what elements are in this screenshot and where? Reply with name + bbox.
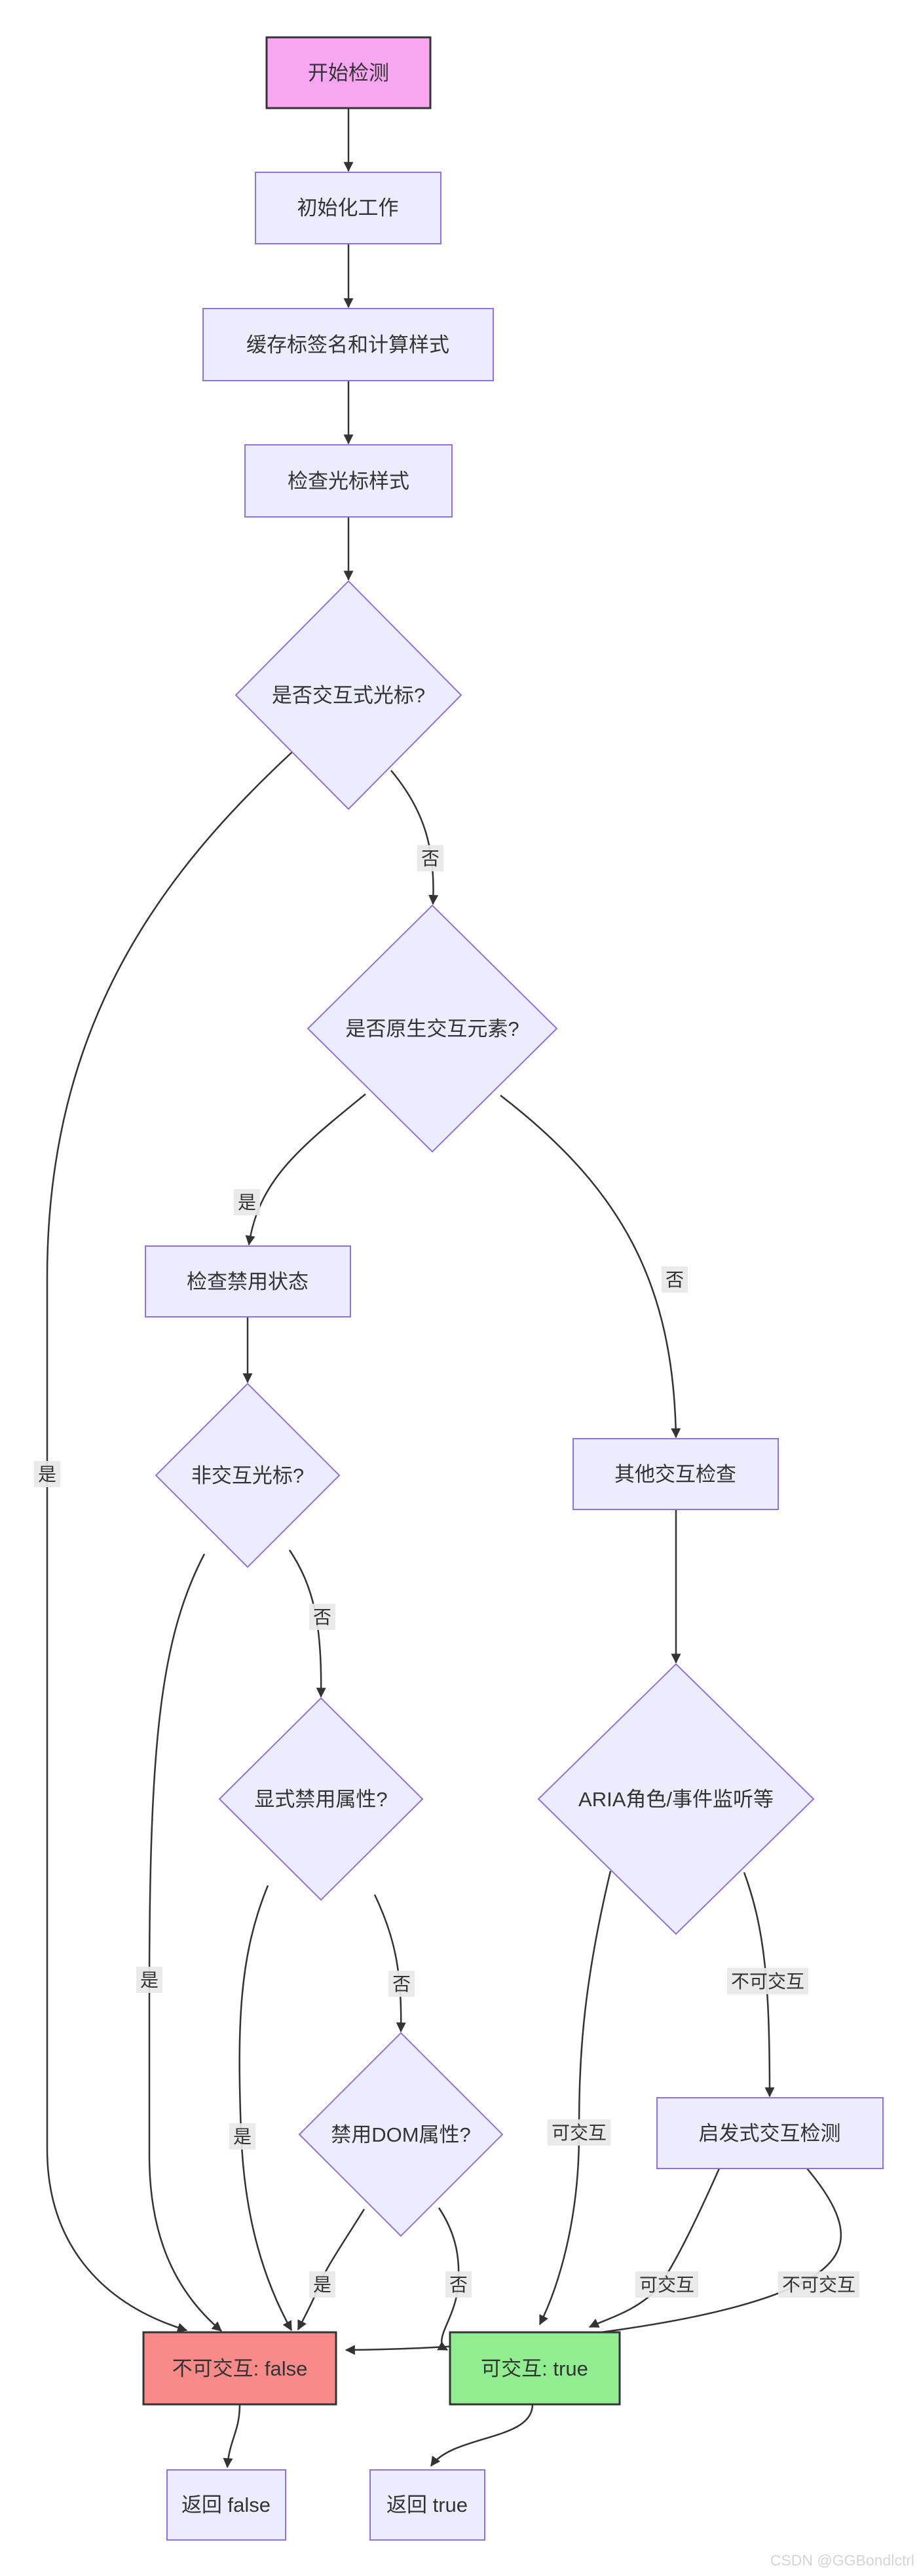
node-decision-explicit-disabled: 显式禁用属性? bbox=[218, 1697, 424, 1901]
node-check-disabled: 检查禁用状态 bbox=[145, 1245, 351, 1317]
edge-label-yes-d2check: 是 bbox=[234, 1189, 260, 1215]
edge-d1-d2-no bbox=[390, 770, 439, 905]
svg-text:否: 否 bbox=[666, 1270, 684, 1290]
edge-heuristic-success-can bbox=[588, 2168, 721, 2328]
svg-text:缓存标签名和计算样式: 缓存标签名和计算样式 bbox=[246, 333, 449, 356]
svg-text:可交互: true: 可交互: true bbox=[481, 2357, 588, 2380]
edge-label-no-d3d4: 否 bbox=[309, 1604, 335, 1630]
node-fail-result: 不可交互: false bbox=[142, 2331, 337, 2406]
edge-label-can-aria: 可交互 bbox=[548, 2119, 610, 2146]
node-decision-aria: ARIA角色/事件监听等 bbox=[537, 1663, 815, 1935]
svg-text:启发式交互检测: 启发式交互检测 bbox=[699, 2122, 841, 2145]
edge-label-yes-d4fail: 是 bbox=[229, 2123, 255, 2150]
svg-text:禁用DOM属性?: 禁用DOM属性? bbox=[331, 2123, 471, 2146]
edge-success-returntrue bbox=[430, 2404, 534, 2467]
node-decision-noninteractive-cursor: 非交互光标? bbox=[155, 1382, 341, 1568]
edge-d2-othercheck-no bbox=[500, 1095, 681, 1439]
svg-text:不可交互: false: 不可交互: false bbox=[172, 2357, 308, 2380]
svg-text:不可交互: 不可交互 bbox=[731, 1971, 804, 1992]
node-success-result: 可交互: true bbox=[449, 2331, 621, 2406]
node-cursor: 检查光标样式 bbox=[244, 444, 453, 518]
svg-text:可交互: 可交互 bbox=[552, 2123, 607, 2143]
edge-daria-success-can bbox=[538, 1870, 612, 2326]
node-other-check: 其他交互检查 bbox=[572, 1438, 779, 1510]
edge-label-can-heuristic: 可交互 bbox=[635, 2271, 698, 2298]
svg-text:否: 否 bbox=[449, 2275, 468, 2295]
svg-text:初始化工作: 初始化工作 bbox=[297, 197, 399, 219]
edge-label-yes-d1fail: 是 bbox=[34, 1461, 60, 1487]
svg-text:ARIA角色/事件监听等: ARIA角色/事件监听等 bbox=[578, 1788, 774, 1811]
svg-text:否: 否 bbox=[313, 1607, 331, 1627]
edge-fail-returnfalse bbox=[223, 2404, 241, 2469]
svg-text:是: 是 bbox=[140, 1970, 159, 1990]
node-decision-native-element: 是否原生交互元素? bbox=[307, 904, 558, 1153]
svg-text:是: 是 bbox=[38, 1464, 56, 1485]
node-start: 开始检测 bbox=[265, 36, 432, 109]
edge-d2-checkdisabled-yes bbox=[245, 1093, 366, 1246]
edge-d5-fail-yes bbox=[297, 2208, 366, 2331]
node-decision-dom-disabled: 禁用DOM属性? bbox=[298, 2032, 504, 2237]
svg-text:是否交互式光标?: 是否交互式光标? bbox=[272, 684, 425, 707]
svg-text:返回 false: 返回 false bbox=[181, 2493, 271, 2516]
edge-labels-layer: 否 是 是 否 否 是 否 不可交互 bbox=[34, 845, 859, 2298]
svg-text:可交互: 可交互 bbox=[639, 2275, 694, 2295]
edge-label-no-d1d2: 否 bbox=[417, 845, 443, 871]
svg-text:是否原生交互元素?: 是否原生交互元素? bbox=[345, 1017, 519, 1040]
edge-label-yes-d3fail: 是 bbox=[136, 1967, 162, 1993]
edge-label-yes-d5fail: 是 bbox=[309, 2271, 335, 2298]
edge-label-no-d4d5: 否 bbox=[388, 1971, 415, 1997]
svg-text:开始检测: 开始检测 bbox=[308, 62, 389, 85]
nodes-layer: 开始检测 初始化工作 缓存标签名和计算样式 检查光标样式 是否交互式光标? 是否… bbox=[142, 36, 884, 2541]
svg-text:是: 是 bbox=[313, 2275, 331, 2295]
svg-text:检查光标样式: 检查光标样式 bbox=[288, 470, 409, 493]
svg-text:否: 否 bbox=[392, 1974, 411, 1994]
svg-text:其他交互检查: 其他交互检查 bbox=[614, 1463, 736, 1486]
node-cache: 缓存标签名和计算样式 bbox=[202, 308, 494, 381]
edge-label-no-d5success: 否 bbox=[445, 2271, 472, 2298]
edge-d4-fail-yes bbox=[238, 1885, 293, 2332]
svg-text:返回 true: 返回 true bbox=[386, 2493, 468, 2516]
svg-text:显式禁用属性?: 显式禁用属性? bbox=[254, 1788, 387, 1811]
edge-label-cannot-heuristic: 不可交互 bbox=[778, 2271, 859, 2298]
edge-d4-d5-no bbox=[373, 1894, 406, 2033]
edge-d1-fail-yes bbox=[46, 751, 293, 2333]
node-return-true: 返回 true bbox=[369, 2469, 485, 2541]
edge-d3-fail-yes bbox=[148, 1553, 222, 2332]
svg-text:否: 否 bbox=[421, 848, 440, 869]
svg-text:是: 是 bbox=[233, 2127, 252, 2147]
watermark: CSDN @GGBondlctrl bbox=[770, 2552, 914, 2569]
node-init: 初始化工作 bbox=[255, 172, 441, 244]
node-return-false: 返回 false bbox=[166, 2469, 286, 2541]
svg-text:非交互光标?: 非交互光标? bbox=[191, 1464, 304, 1487]
edge-label-no-d2other: 否 bbox=[662, 1266, 688, 1293]
edge-daria-heuristic-cannot bbox=[743, 1872, 775, 2098]
node-decision-cursor-interactive: 是否交互式光标? bbox=[234, 580, 462, 810]
svg-text:检查禁用状态: 检查禁用状态 bbox=[187, 1270, 309, 1293]
svg-text:不可交互: 不可交互 bbox=[782, 2275, 855, 2295]
node-heuristic: 启发式交互检测 bbox=[656, 2097, 884, 2169]
edge-label-cannot-aria: 不可交互 bbox=[727, 1968, 808, 1994]
svg-text:是: 是 bbox=[238, 1192, 256, 1213]
